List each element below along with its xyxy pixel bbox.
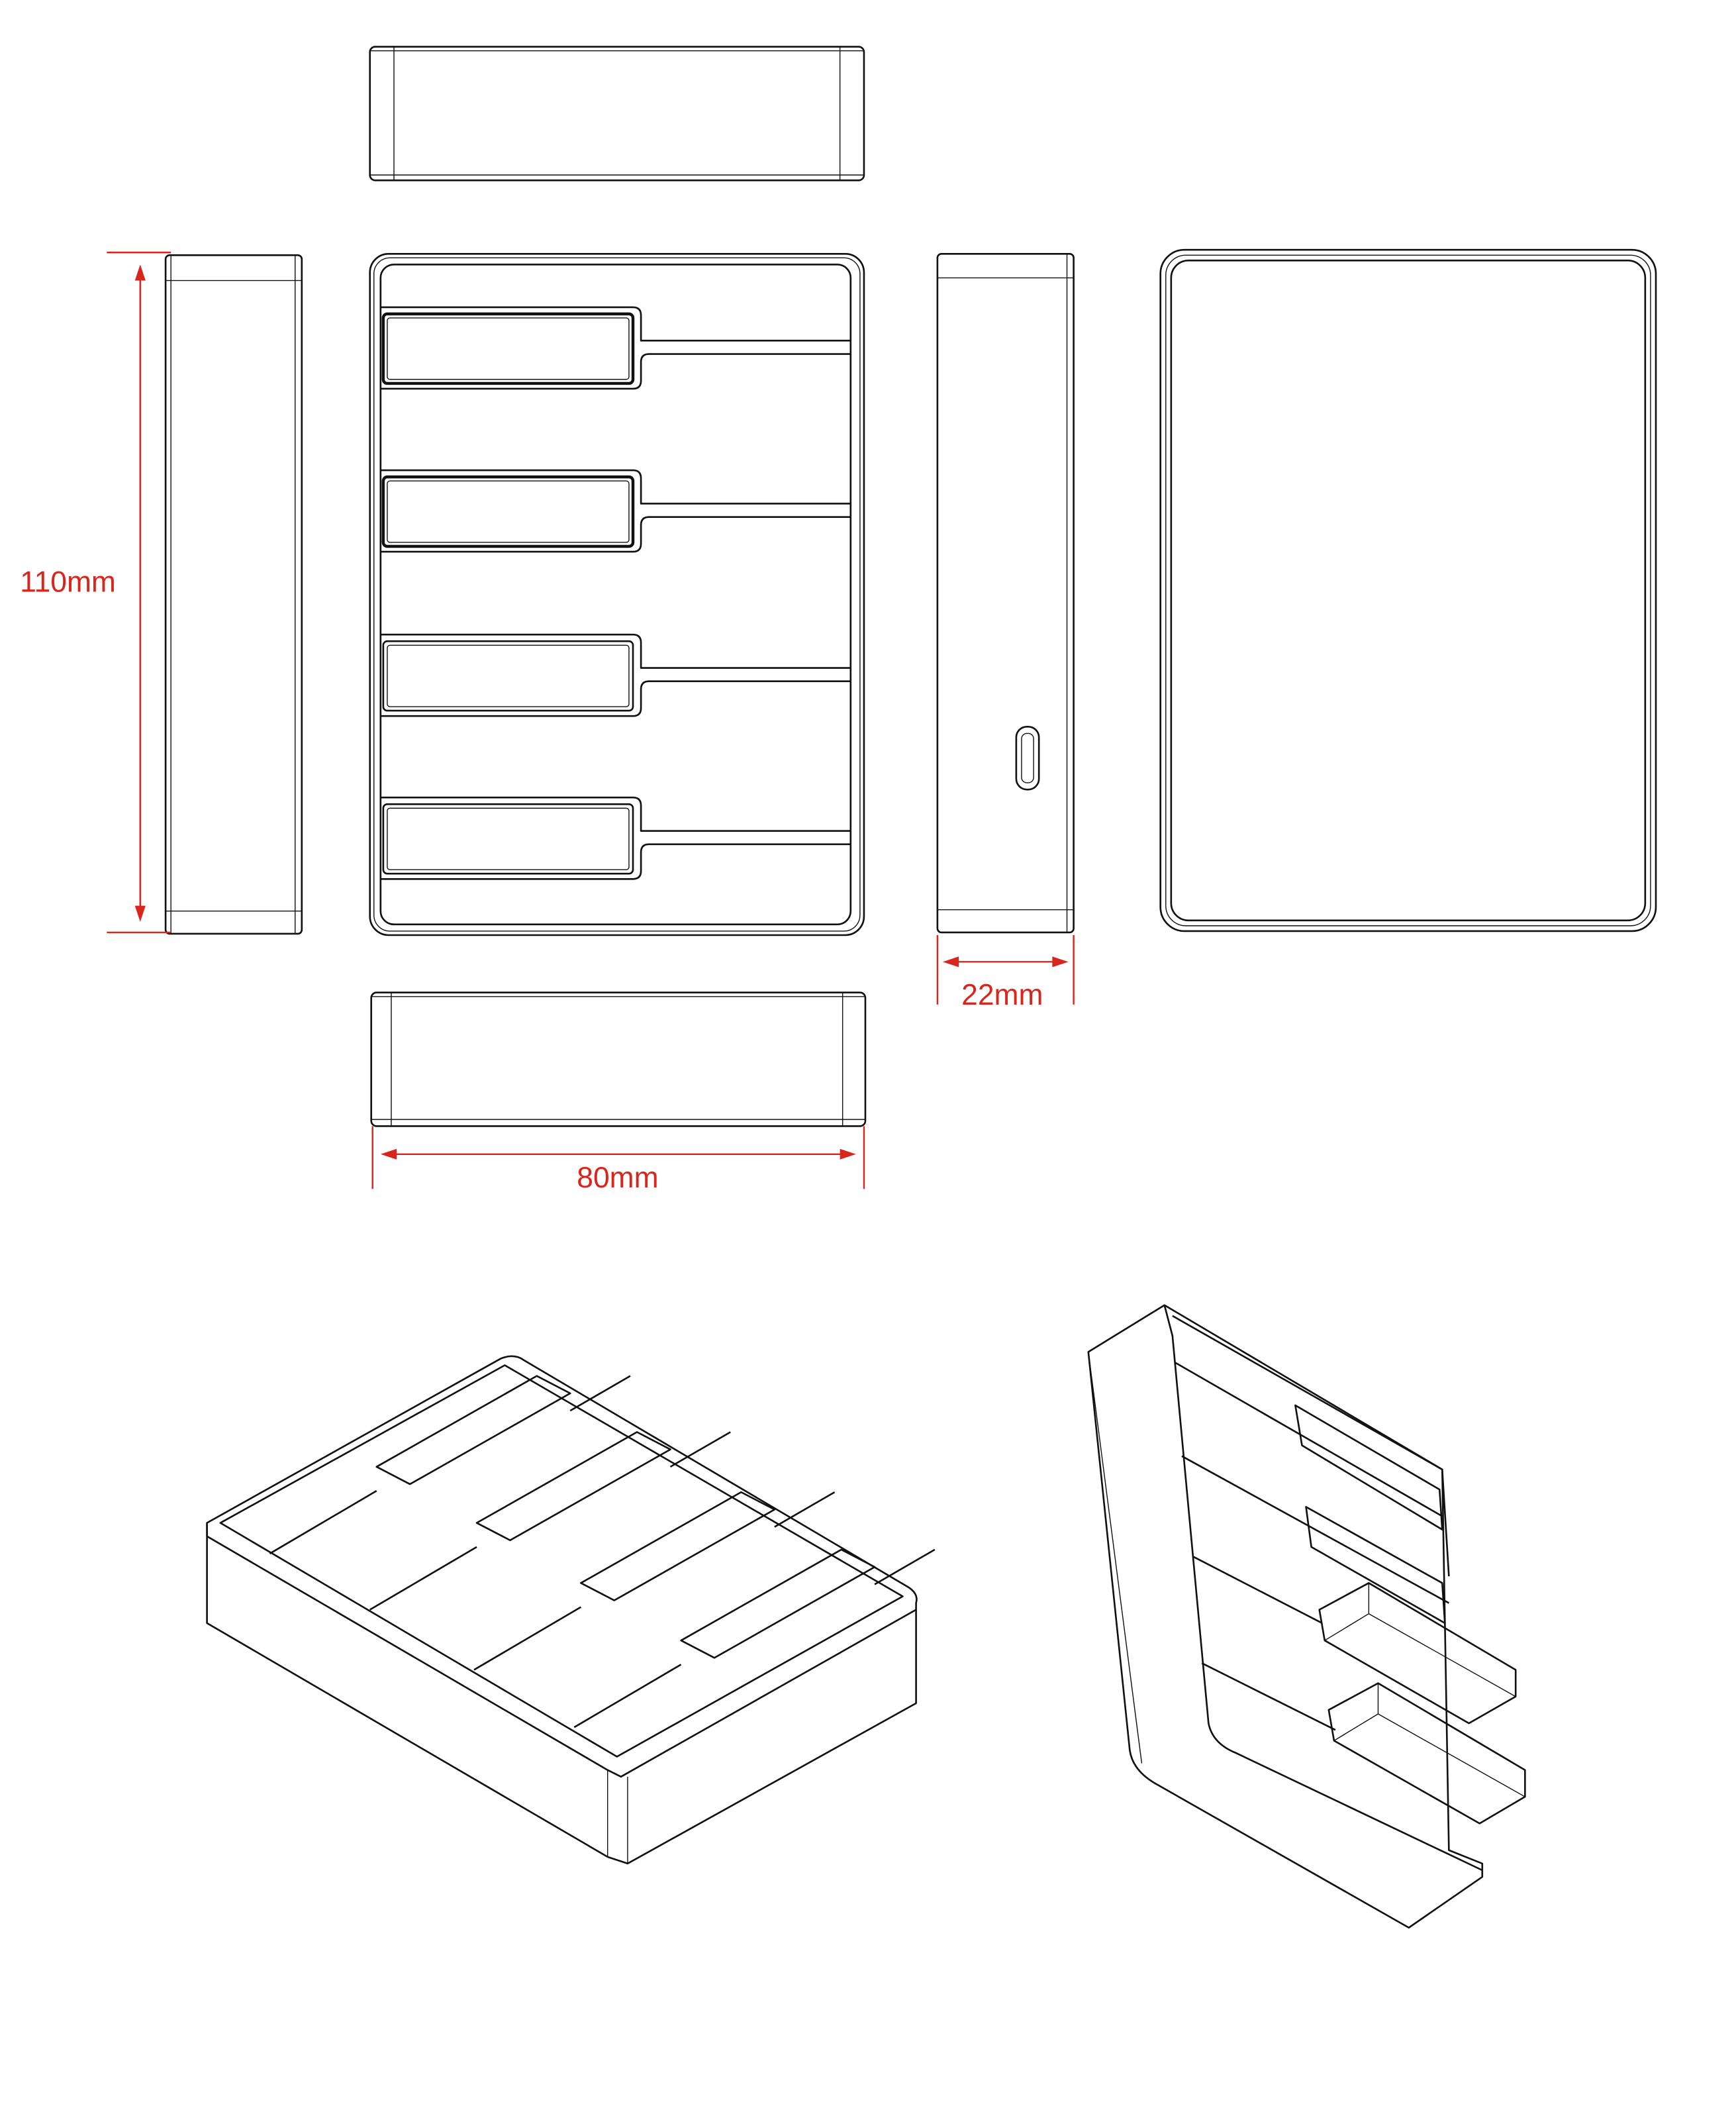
dimension-depth <box>936 935 1075 1005</box>
dimension-width <box>371 1126 865 1189</box>
iso-black-key <box>375 1375 571 1485</box>
black-key <box>382 803 634 875</box>
white-key-outline <box>380 306 851 390</box>
white-key-outline <box>380 796 851 880</box>
black-key <box>381 475 635 548</box>
iso-black-key <box>680 1548 876 1659</box>
width-label: 80mm <box>577 1162 658 1194</box>
usb-c-port-icon <box>1015 726 1040 791</box>
top-view <box>369 46 865 181</box>
iso-view-angled <box>1087 1304 1526 1929</box>
right-view <box>936 252 1075 934</box>
black-key <box>382 640 634 712</box>
depth-label: 22mm <box>961 979 1043 1011</box>
height-label: 110mm <box>20 566 116 599</box>
white-key-outline <box>380 469 851 553</box>
front-view <box>369 252 865 936</box>
black-key <box>381 312 635 385</box>
iso-black-key <box>475 1431 671 1542</box>
back-view <box>1159 248 1657 932</box>
dimension-height <box>107 252 171 934</box>
left-view <box>164 254 303 935</box>
bottom-view <box>370 991 867 1127</box>
iso-black-key <box>580 1491 776 1601</box>
iso-view-top <box>206 1355 936 1865</box>
white-key-outline <box>380 633 851 717</box>
